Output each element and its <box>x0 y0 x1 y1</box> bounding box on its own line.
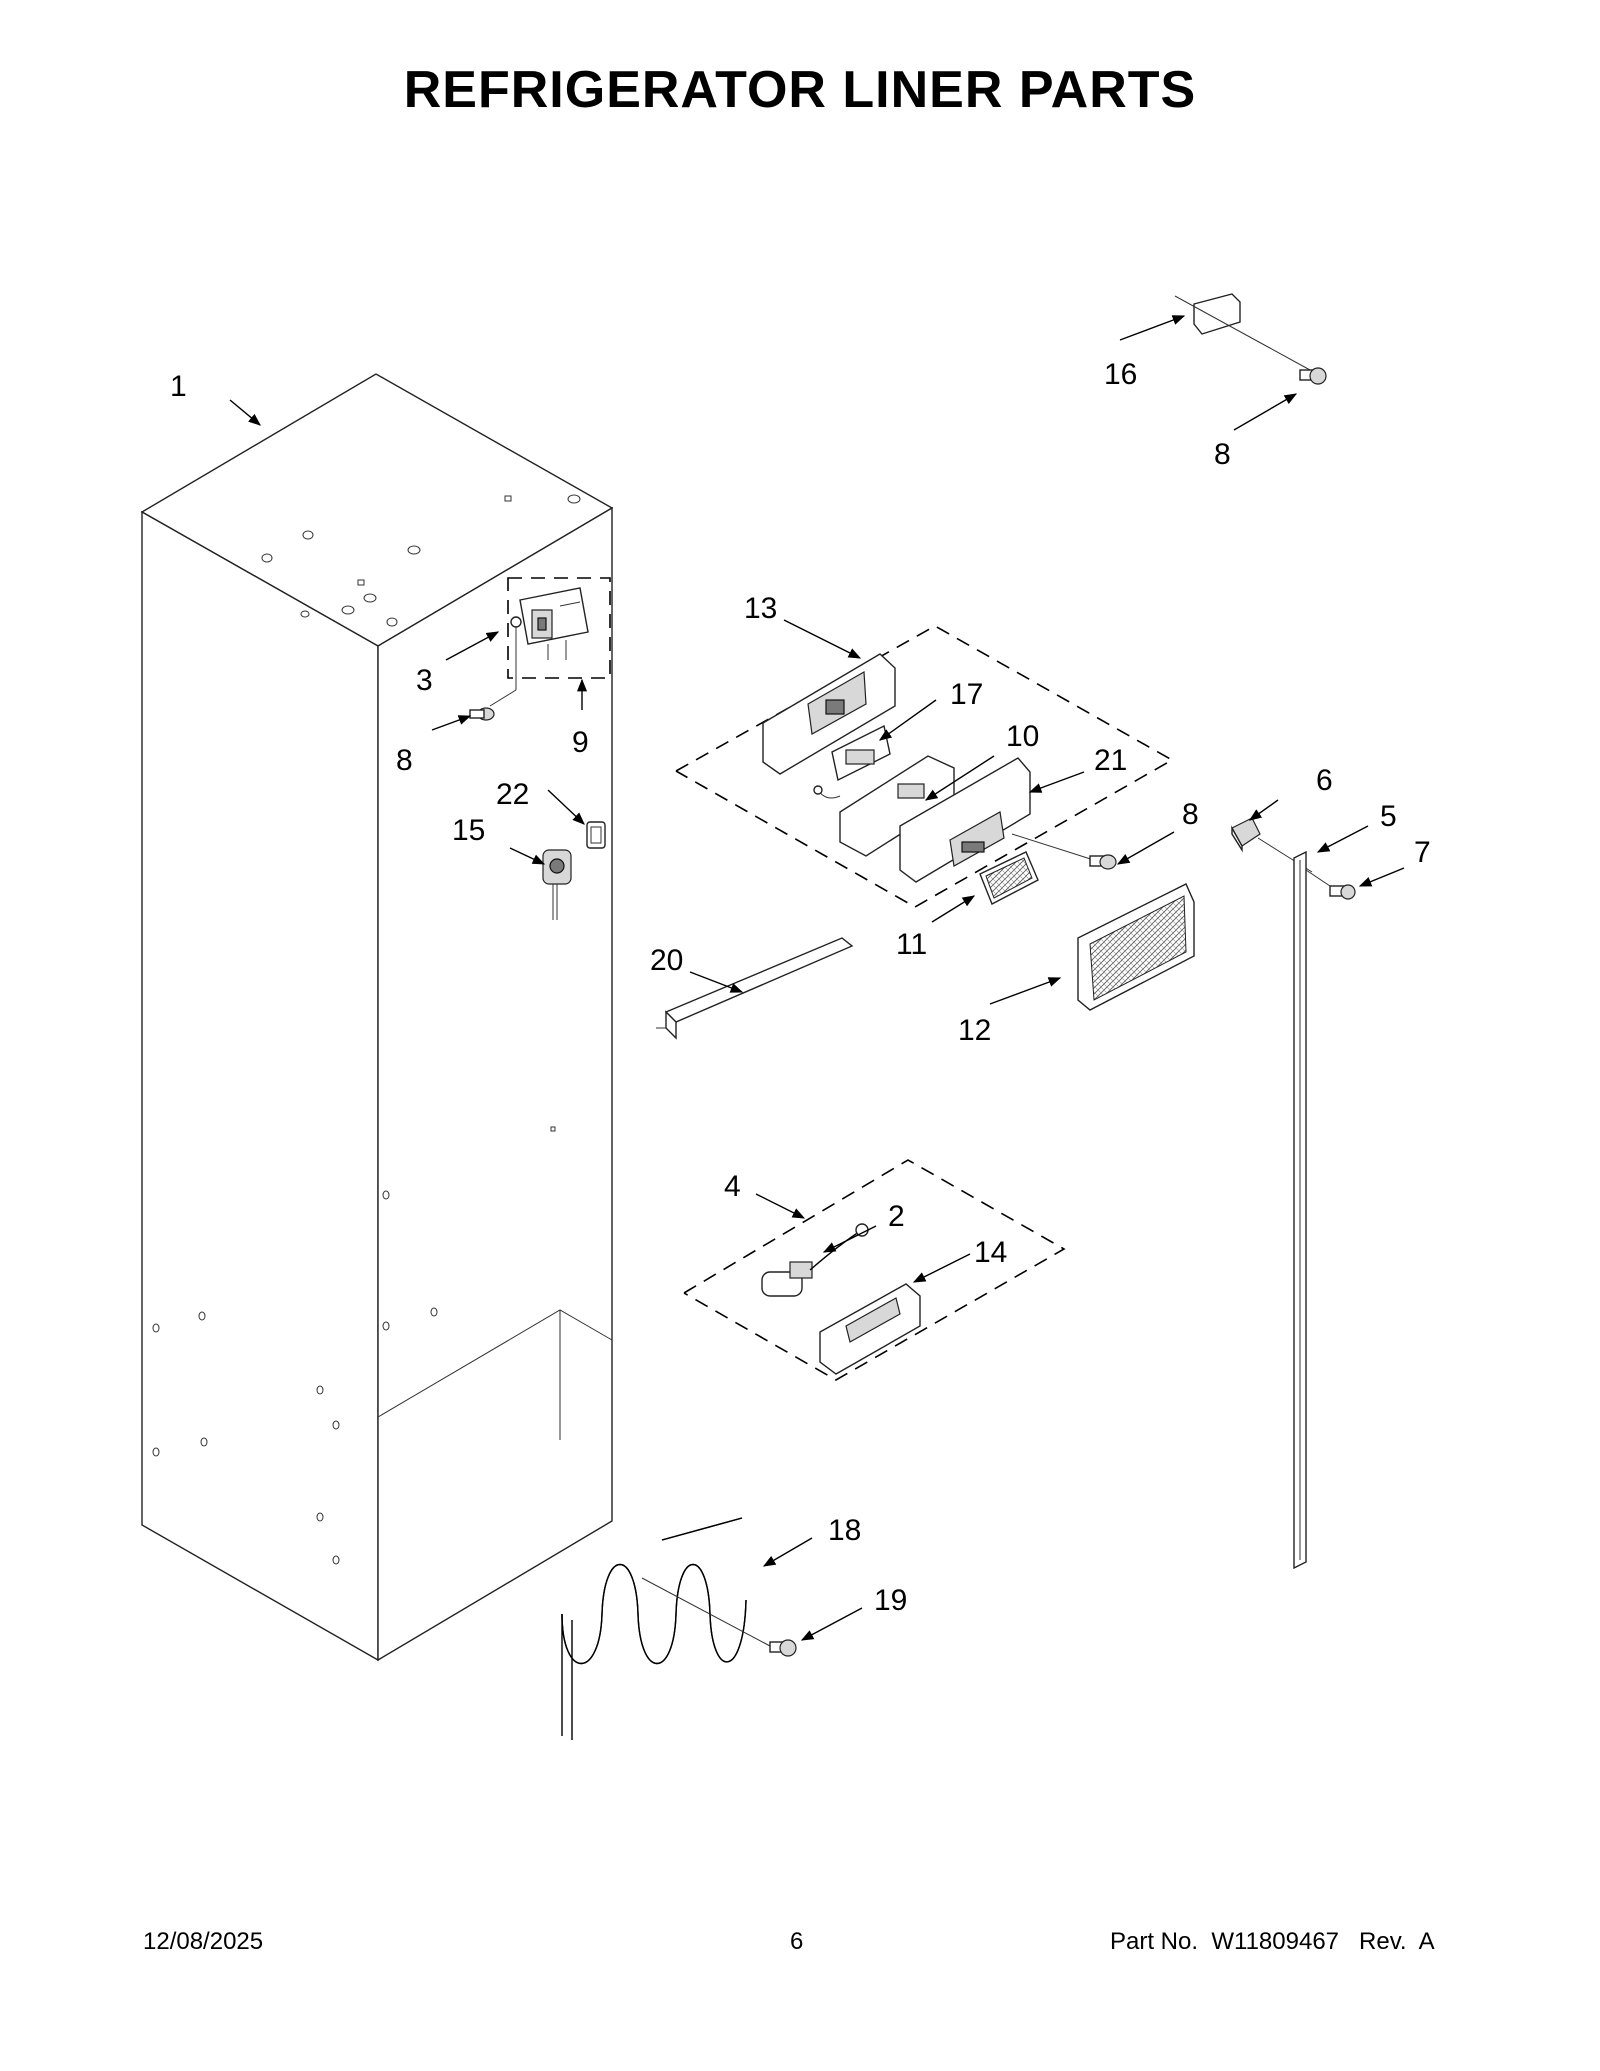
callout-arrows <box>229 315 1405 1641</box>
part-7-screw <box>1305 869 1356 900</box>
callout-2: 2 <box>888 1200 905 1233</box>
callout-10: 10 <box>1006 720 1039 753</box>
screw-8-left <box>469 707 495 721</box>
page-title: REFRIGERATOR LINER PARTS <box>403 61 1197 119</box>
part-11-filter <box>979 851 1039 905</box>
callout-4: 4 <box>724 1170 741 1203</box>
callout-3: 3 <box>416 664 433 697</box>
callout-15: 15 <box>452 814 485 847</box>
screw-8-middle <box>1011 833 1117 870</box>
part-20-strip <box>656 937 854 1040</box>
callout-16: 16 <box>1104 358 1137 391</box>
callout-22: 22 <box>496 778 529 811</box>
part-5-rail <box>1293 850 1307 1570</box>
footer-date: 12/08/2025 <box>143 1928 264 1955</box>
callout-20: 20 <box>650 944 683 977</box>
control-panel-assembly <box>675 625 1174 908</box>
callout-19: 19 <box>874 1584 907 1617</box>
callout-13: 13 <box>744 592 777 625</box>
callout-8-left: 8 <box>396 744 413 777</box>
liner-cabinet <box>140 373 614 1662</box>
callout-12: 12 <box>958 1014 991 1047</box>
callout-17: 17 <box>950 678 983 711</box>
callout-6: 6 <box>1316 764 1333 797</box>
part-15-sensor <box>542 849 572 920</box>
part-16-bracket <box>1174 293 1311 371</box>
callout-7: 7 <box>1414 836 1431 869</box>
callout-1: 1 <box>170 370 187 403</box>
part-12-grille <box>1077 883 1195 1011</box>
callout-11: 11 <box>896 928 927 961</box>
callout-8-top: 8 <box>1214 438 1231 471</box>
callout-14: 14 <box>974 1236 1007 1269</box>
footer-page-number: 6 <box>790 1928 804 1955</box>
callout-21: 21 <box>1094 744 1127 777</box>
footer-part-number: Part No. W11809467 Rev. A <box>1110 1928 1435 1955</box>
part-6-clip <box>1231 817 1313 873</box>
callout-18: 18 <box>828 1514 861 1547</box>
callout-9: 9 <box>572 726 589 759</box>
part-22-plate <box>586 821 606 849</box>
callout-5: 5 <box>1380 800 1397 833</box>
part-18-heater <box>561 1517 771 1740</box>
control-housing-part-9 <box>489 577 611 707</box>
harness-assembly-part-4 <box>683 1159 1066 1381</box>
screw-8-top <box>1299 367 1327 385</box>
callout-8-middle: 8 <box>1182 798 1199 831</box>
part-19-screw <box>769 1639 797 1657</box>
